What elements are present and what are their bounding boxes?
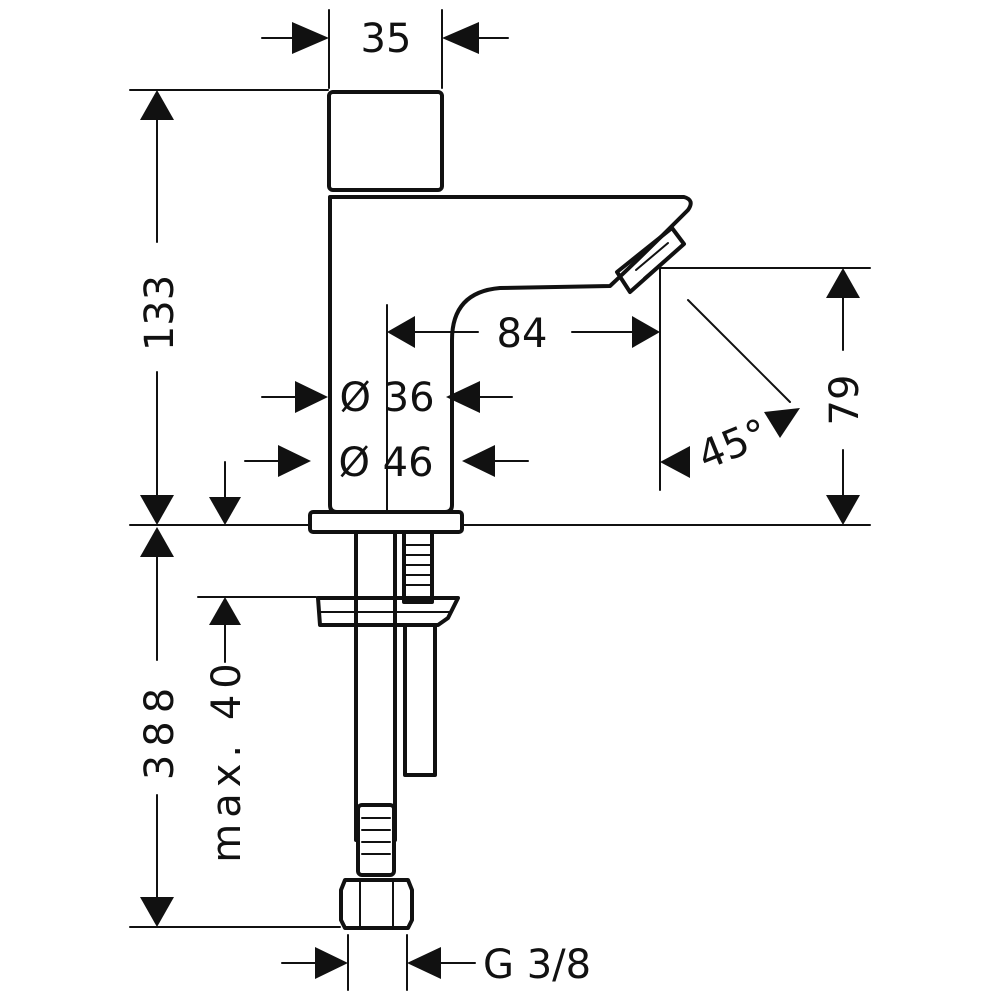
threaded-rod: [402, 530, 434, 604]
mounting-fittings: [316, 530, 460, 930]
dim-45-label: 45°: [692, 410, 775, 479]
dim-outlet-angle: 45°: [660, 299, 800, 480]
dim-g38-label: G 3/8: [483, 942, 591, 988]
crimp-sleeve: [356, 803, 396, 877]
dim-upper-height: 133: [137, 90, 183, 525]
dim-133-label: 133: [137, 275, 183, 351]
dim-79-label: 79: [822, 375, 868, 426]
hex-nut: [339, 878, 414, 930]
dim-35-label: 35: [361, 16, 412, 62]
dim-base-diameter: Ø 46: [244, 440, 529, 486]
extension-lines: [129, 9, 871, 991]
dim-84-label: 84: [497, 311, 548, 357]
dim-lower-length: 388: [137, 527, 183, 927]
dim-inner-diameter: Ø 36: [261, 375, 513, 421]
dim-max-thickness: max. 40: [204, 597, 250, 863]
dim-max40-label: max. 40: [204, 657, 250, 862]
dim-deck-arrow: [209, 461, 241, 525]
dim-spout-reach: 84: [387, 311, 660, 357]
push-button: [327, 90, 444, 192]
aerator-ring-2: [643, 250, 676, 279]
aerator: [615, 226, 686, 294]
aerator-ring: [635, 242, 669, 271]
dim-388-label: 388: [137, 680, 183, 780]
dim-d46-label: Ø 46: [338, 440, 433, 486]
dim-button-width: 35: [261, 16, 509, 62]
dim-outlet-height: 79: [822, 268, 868, 525]
faucet-outline: [308, 90, 693, 534]
dim-thread: G 3/8: [281, 942, 591, 988]
dim-d36-label: Ø 36: [339, 375, 434, 421]
mounting-bracket: [316, 596, 460, 627]
rod-sleeve: [403, 623, 437, 777]
base-plate: [308, 510, 464, 534]
